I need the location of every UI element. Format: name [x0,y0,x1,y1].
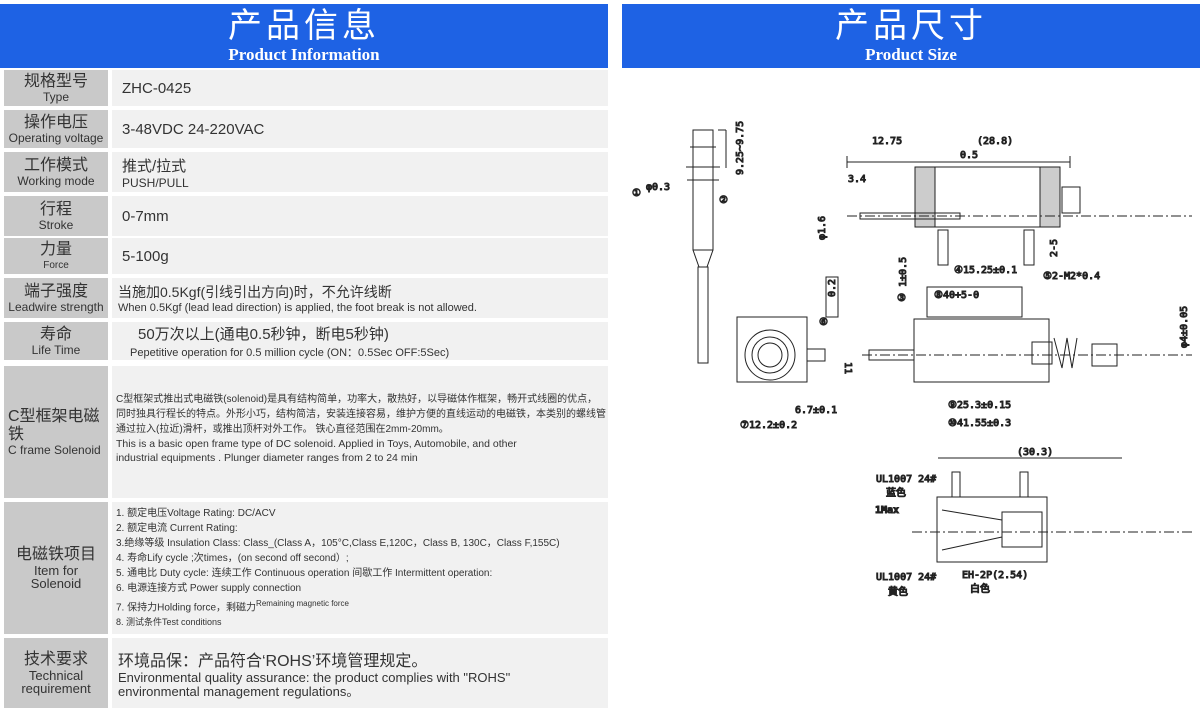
dim: ② [719,195,728,206]
header-title-cn: 产品尺寸 [835,6,987,46]
dim: 0.2 [827,279,838,297]
dim: φ1.6 [817,216,828,240]
label-en: Life Time [31,342,81,357]
label-cn: 规格型号 [23,72,88,90]
dim: ④15.25±0.1 [954,265,1017,276]
value: 50万次以上(通电0.5秒钟，断电5秒钟) [138,325,389,343]
dim: ① [632,188,641,199]
description-cn-2: 同时独具行程长的特点。外形小巧，结构简洁，安装连接容易，维护方便的直线运动的电磁… [116,409,606,420]
value-en: PUSH/PULL [122,175,189,190]
label-cn: 端子强度 [23,282,88,300]
value: ZHC-0425 [122,79,192,97]
value: 0-7mm [122,207,169,225]
label-cn: 操作电压 [23,113,88,131]
spring-detail-view [686,129,727,364]
connector-label: EH-2P(2.54) [962,570,1028,581]
dim: ⑥ [819,317,828,328]
product-size-header: 产品尺寸 Product Size [622,4,1200,68]
label-en: Item for Solenoid [30,563,82,591]
label-en: Technical requirement [21,668,91,696]
end-view [736,276,839,383]
section-view [846,156,1192,266]
label-en: Leadwire strength [8,299,104,314]
wire-color: 蓝色 [886,486,906,499]
front-view [862,286,1192,383]
dim: ⑨25.3±0.15 [948,400,1011,411]
value: 推式/拉式 [122,157,187,175]
dim: 1±0.5 [898,257,909,287]
dim: ⑦12.2±0.2 [740,420,797,431]
label-en: Force [43,259,69,271]
description-cn-1: C型框架式推出式电磁铁(solenoid)是具有结构简单，功率大，散热好，以导磁… [116,394,598,405]
wiring-view [912,457,1192,563]
dim: 9.25~9.75 [735,121,746,175]
header-title-en: Product Size [865,45,957,64]
item-7: 7. 保持力Holding force，剩磁力 [116,602,257,614]
value-en: Pepetitive operation for 0.5 million cyc… [130,346,450,359]
label-cn: 寿命 [39,325,72,343]
dim: 0.5 [960,150,978,161]
label-cn: 力量 [39,240,72,258]
value: 环境品保：产品符合‘ROHS’环境管理规定。 [118,653,428,670]
dim: φ0.3 [646,182,670,193]
dim: (30.3) [1017,447,1053,458]
wire-label: UL1007 24# [876,572,936,583]
dim: 2-5 [1049,239,1060,257]
value-en: When 0.5Kgf (lead lead direction) is app… [118,302,477,314]
product-information-header: 产品信息 Product Information [0,4,608,68]
description-en-1: This is a basic open frame type of DC so… [116,438,517,450]
wire-label: UL1007 24# [876,474,936,485]
value: 3-48VDC 24-220VAC [122,120,265,138]
wire-color: 黄色 [888,585,908,598]
item-1: 1. 额定电压Voltage Rating: DC/ACV [116,507,276,519]
label-cn: 行程 [39,200,72,218]
dim: ⑤2-M2*0.4 [1043,271,1100,282]
label-cn: 工作模式 [23,156,88,174]
header-title-en: Product Information [228,45,380,64]
value: 当施加0.5Kgf(引线引出方向)时，不允许线断 [118,284,392,300]
item-7-sup: Remaining magnetic force [256,598,349,608]
dim: ⑩41.55±0.3 [948,418,1011,429]
description-cn-3: 通过拉入(拉近)滑杆，或推出顶杆对外工作。 铁心直径范围在2mm-20mm。 [116,424,449,435]
dim: 3.4 [848,174,866,185]
dim: ⑧40+5-0 [934,290,979,301]
dim: 11 [842,362,853,374]
dim: 12.75 [872,136,902,147]
dimension-drawing: ① φ0.3 ② 9.25~9.75 12.75 (28.8) 0.5 3.4 … [622,72,1200,711]
label-en: Working mode [17,173,95,188]
dim: (28.8) [977,136,1013,147]
dim: 6.7±0.1 [795,405,837,416]
header-title-cn: 产品信息 [228,6,380,46]
dim: φ4±0.05 [1179,306,1190,348]
label-en: C frame Solenoid [8,442,101,457]
item-2: 2. 额定电流 Current Rating: [116,522,238,534]
item-8: 8. 测试条件Test conditions [116,617,222,628]
item-5: 5. 通电比 Duty cycle: 连续工作 Continuous opera… [116,567,493,579]
item-6: 6. 电源连接方式 Power supply connection [116,582,302,594]
description-en-2: industrial equipments . Plunger diameter… [116,452,418,464]
dim: 1Max [875,505,899,516]
dim: ③ [897,293,906,304]
label-cn: 技术要求 [23,651,88,668]
label-en: Type [42,89,69,104]
label-en: Operating voltage [8,130,104,145]
label-cn: C型框架电磁铁 [8,407,100,443]
label-en: Stroke [38,217,74,232]
value-en: Environmental quality assurance: the pro… [118,670,511,699]
item-3: 3.绝缘等级 Insulation Class: Class_(Class A，… [116,537,560,549]
label-cn: 电磁铁项目 [15,546,96,563]
connector-color: 白色 [970,582,990,595]
item-4: 4. 寿命Lify cycle ;次times，(on second off s… [116,552,349,564]
value: 5-100g [122,247,169,265]
